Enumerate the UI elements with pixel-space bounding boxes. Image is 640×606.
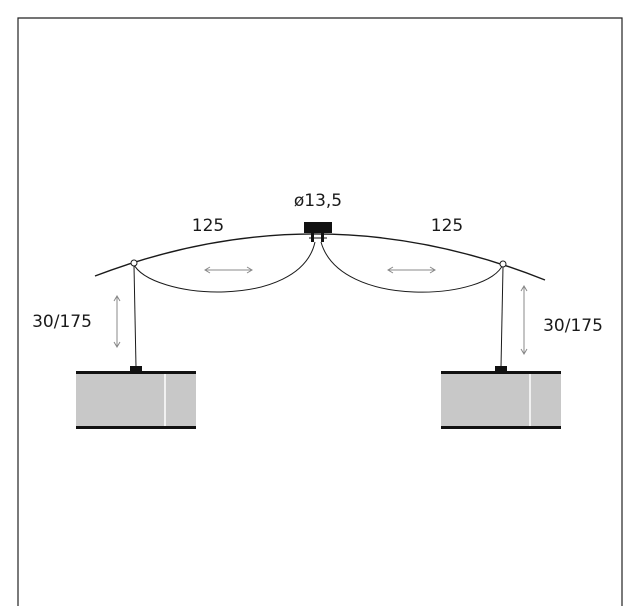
diagram-frame: [17, 17, 623, 606]
suspension-arc: [94, 233, 546, 281]
horizontal-arrow-right: [387, 266, 436, 274]
vertical-arrow-left: [113, 295, 121, 348]
cable-loop-right: [320, 241, 504, 293]
vertical-arrow-right: [520, 285, 528, 355]
eyelet-right: [499, 260, 507, 268]
arm-length-right-label: 125: [431, 216, 463, 236]
drop-cable-left: [133, 265, 137, 368]
horizontal-arrow-left: [204, 266, 253, 274]
arm-length-left-label: 125: [192, 216, 224, 236]
drop-cable-right: [500, 266, 504, 368]
canopy-diameter-label: ø13,5: [294, 191, 342, 211]
drop-height-left-label: 30/175: [32, 312, 92, 332]
cable-loop-left: [132, 241, 316, 293]
lamp-shade-left: [76, 366, 196, 429]
drop-height-right-label: 30/175: [543, 316, 603, 336]
lamp-shade-right: [441, 366, 561, 429]
ceiling-canopy: [304, 222, 332, 242]
eyelet-left: [130, 259, 138, 267]
